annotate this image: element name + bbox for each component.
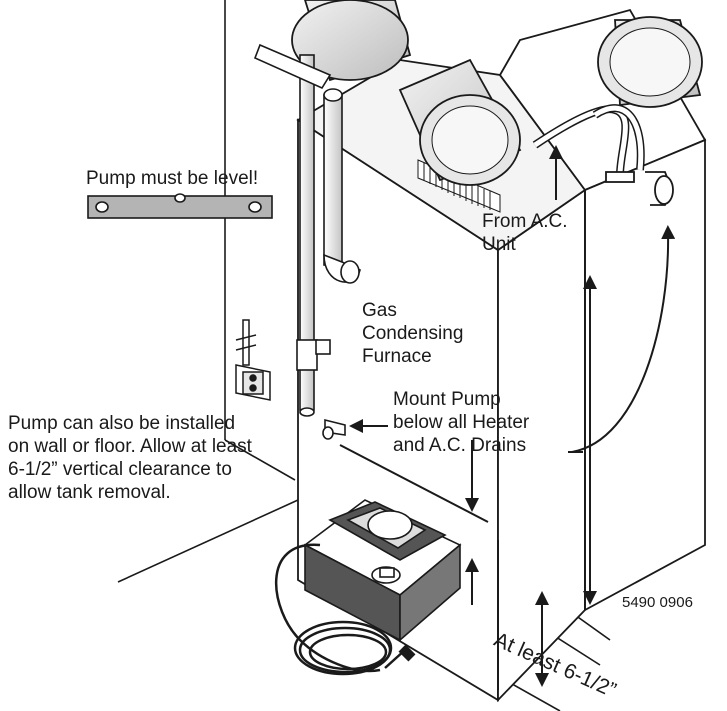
drain-pipe-icon [532, 104, 674, 206]
furnace-line-1: Gas [362, 300, 397, 321]
from-ac-line-2: Unit [482, 234, 516, 255]
from-ac-unit-label: From A.C. Unit [482, 210, 568, 256]
install-line-3: 6-1/2” vertical clearance to [8, 459, 232, 480]
install-note: Pump can also be installed on wall or fl… [8, 412, 252, 504]
furnace-label: Gas Condensing Furnace [362, 299, 463, 368]
power-cord-icon [275, 543, 406, 676]
drain-pipe-icon [253, 43, 361, 440]
electrical-outlet-icon [235, 319, 271, 401]
pump-level-note: Pump must be level! [86, 168, 259, 189]
mount-line-2: below all Heater [393, 412, 530, 433]
duct-icon [291, 0, 703, 186]
install-line-1: Pump can also be installed [8, 413, 236, 434]
from-ac-line-1: From A.C. [482, 211, 568, 232]
install-line-4: allow tank removal. [8, 482, 171, 503]
plug-icon [398, 644, 416, 662]
furnace-line-2: Condensing [362, 323, 464, 344]
figure-code: 5490 0906 [622, 594, 693, 611]
install-line-2: on wall or floor. Allow at least [8, 436, 252, 457]
mount-line-1: Mount Pump [393, 389, 501, 410]
spirit-level-icon [87, 193, 273, 219]
mount-pump-label: Mount Pump below all Heater and A.C. Dra… [393, 388, 529, 457]
condensate-pump-icon [303, 499, 462, 642]
mount-line-3: and A.C. Drains [393, 435, 527, 456]
dimension-arrows [339, 145, 676, 690]
furnace-line-3: Furnace [362, 346, 432, 367]
